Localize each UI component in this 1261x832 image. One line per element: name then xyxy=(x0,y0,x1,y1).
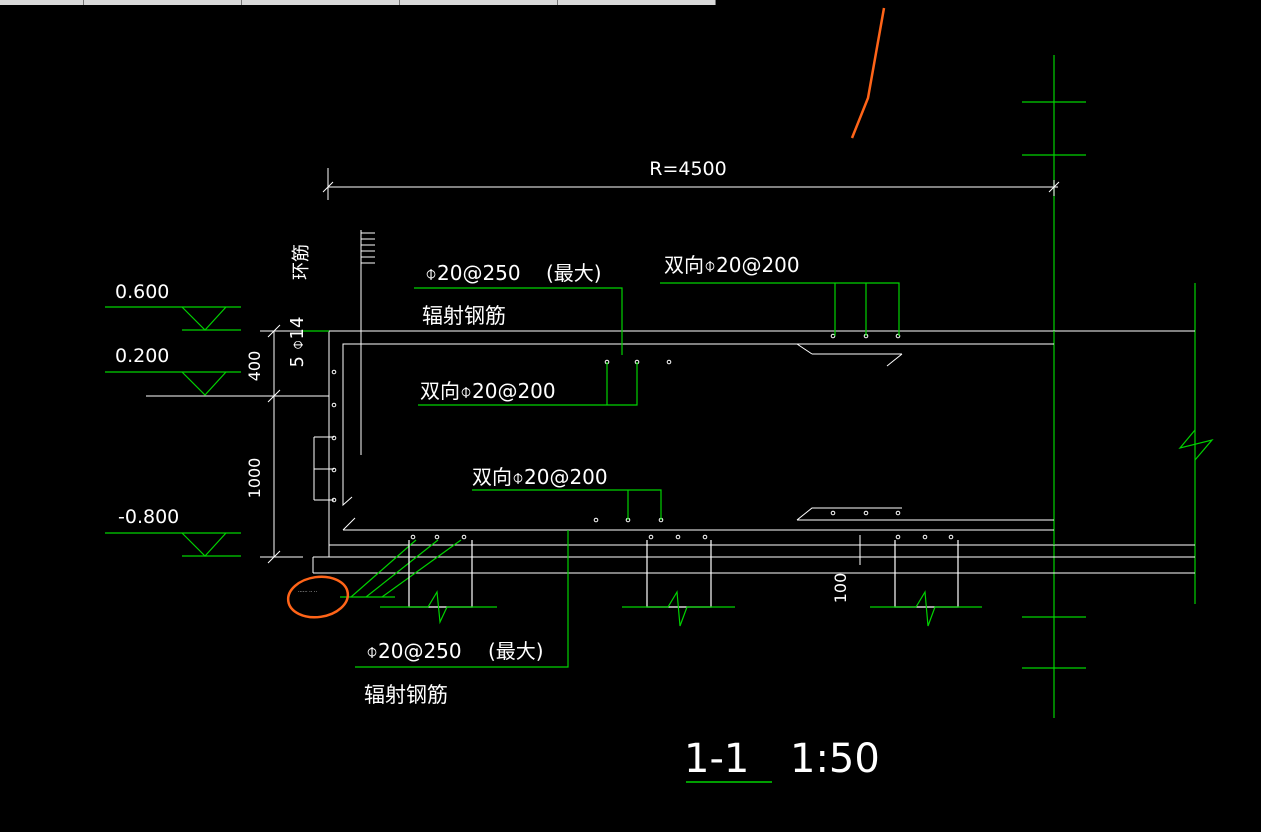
pile-2 xyxy=(622,540,735,627)
bottom-radial-note: (最大) xyxy=(488,639,544,663)
mid-twoway: 双向⌽20@200 xyxy=(420,379,556,403)
document-tab-1[interactable] xyxy=(0,0,84,5)
section-label: 1-1 xyxy=(684,736,749,782)
top-right-twoway: 双向⌽20@200 xyxy=(664,253,800,277)
document-tab-5[interactable] xyxy=(558,0,716,5)
leader-lines xyxy=(303,282,900,668)
annotation-stroke xyxy=(850,7,886,139)
dim-100-label: 100 xyxy=(831,573,850,604)
document-tab-bar xyxy=(0,0,1261,5)
bottom-twoway: 双向⌽20@200 xyxy=(472,465,608,489)
document-tab-4[interactable] xyxy=(400,0,558,5)
pile-1 xyxy=(380,540,497,625)
axis-line-right xyxy=(1022,55,1214,718)
radius-dimension xyxy=(322,168,1060,200)
pile-3 xyxy=(870,540,982,627)
hatch-icon xyxy=(340,539,462,598)
document-tab-3[interactable] xyxy=(242,0,400,5)
top-radial-spec: ⌽20@250 xyxy=(425,261,521,285)
elevation-label-3: -0.800 xyxy=(118,506,179,528)
top-radial-name: 辐射钢筋 xyxy=(422,304,506,328)
dim-1000-label: 1000 xyxy=(245,458,264,499)
slab-outline xyxy=(312,330,1195,574)
top-radial-note: (最大) xyxy=(546,261,602,285)
document-tab-2[interactable] xyxy=(84,0,242,5)
bottom-radial-name: 辐射钢筋 xyxy=(364,683,448,707)
elevation-marker-icon xyxy=(105,306,241,557)
scale-label: 1:50 xyxy=(790,736,880,782)
ring-bar-ticks xyxy=(313,436,334,501)
elevation-label-2: 0.200 xyxy=(115,345,169,367)
ring-bar-spec: 5 ⌽14 xyxy=(287,317,308,368)
top-reinforcement xyxy=(342,230,1054,507)
bottom-radial-spec: ⌽20@250 xyxy=(366,639,462,663)
bottom-reinforcement xyxy=(342,507,1054,531)
dim-400-label: 400 xyxy=(245,351,264,382)
annotation-circle-icon xyxy=(286,575,350,619)
radius-label: R=4500 xyxy=(649,158,726,180)
ring-bar-name: 环筋 xyxy=(291,244,312,280)
vertical-dimensions xyxy=(146,324,329,564)
dim-100 xyxy=(852,535,868,565)
circled-note: ······ ·· ·· xyxy=(298,589,317,595)
elevation-label-1: 0.600 xyxy=(115,281,169,303)
